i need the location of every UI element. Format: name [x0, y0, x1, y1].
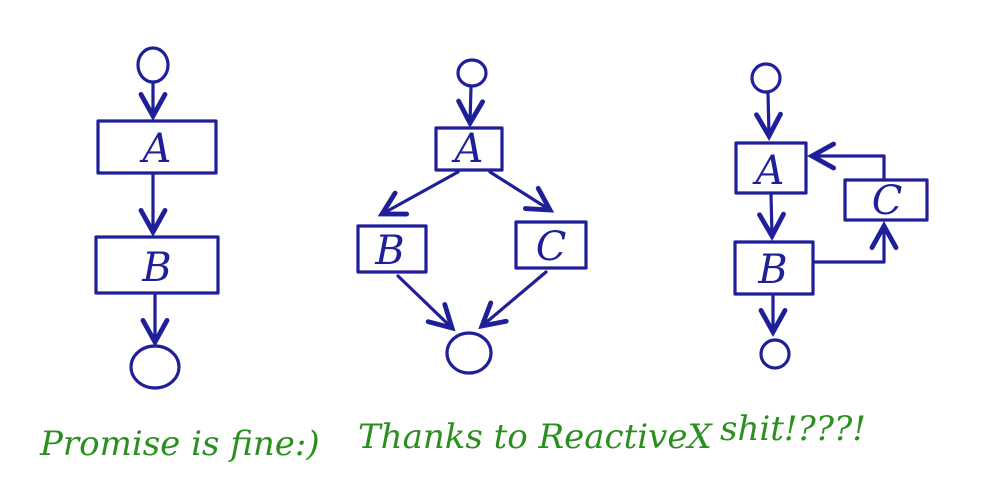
diagram-reactivex: A B C Thanks to ReactiveX	[356, 58, 713, 457]
caption-cycle: shit!???!	[720, 409, 866, 449]
caption-promise: Promise is fine:)	[39, 424, 320, 464]
box-c-label: C	[872, 178, 903, 224]
end-node	[129, 344, 181, 390]
arrow-b-to-c	[812, 226, 884, 264]
arrow-b-to-end	[396, 274, 452, 328]
start-node	[456, 58, 488, 88]
diagram-promise: A B Promise is fine:)	[39, 46, 320, 464]
box-b	[94, 235, 220, 295]
start-node	[750, 62, 782, 94]
end-node	[445, 331, 493, 375]
box-c	[514, 220, 588, 270]
box-a-label: A	[451, 126, 484, 172]
arrow-start-to-a	[768, 91, 769, 136]
arrow-c-to-end	[482, 270, 548, 326]
box-a-label: A	[139, 126, 172, 172]
caption-reactivex: Thanks to ReactiveX	[358, 417, 713, 457]
box-a	[434, 126, 504, 172]
end-node	[759, 338, 791, 370]
box-a	[96, 119, 218, 175]
arrow-c-to-a	[812, 156, 886, 180]
box-b-label: B	[374, 228, 404, 274]
box-b-label: B	[141, 245, 171, 291]
box-b-label: B	[757, 247, 787, 293]
arrow-start-to-a	[470, 85, 471, 123]
box-a-label: A	[752, 148, 785, 194]
box-c-label: C	[536, 224, 567, 270]
arrow-a-to-b	[382, 170, 460, 214]
box-b	[356, 224, 428, 274]
box-c	[843, 178, 929, 222]
diagram-cycle: A B C shit!???!	[720, 62, 929, 449]
arrow-a-to-c	[488, 170, 550, 210]
start-node	[136, 46, 170, 84]
arrow-a-to-b	[771, 192, 772, 236]
